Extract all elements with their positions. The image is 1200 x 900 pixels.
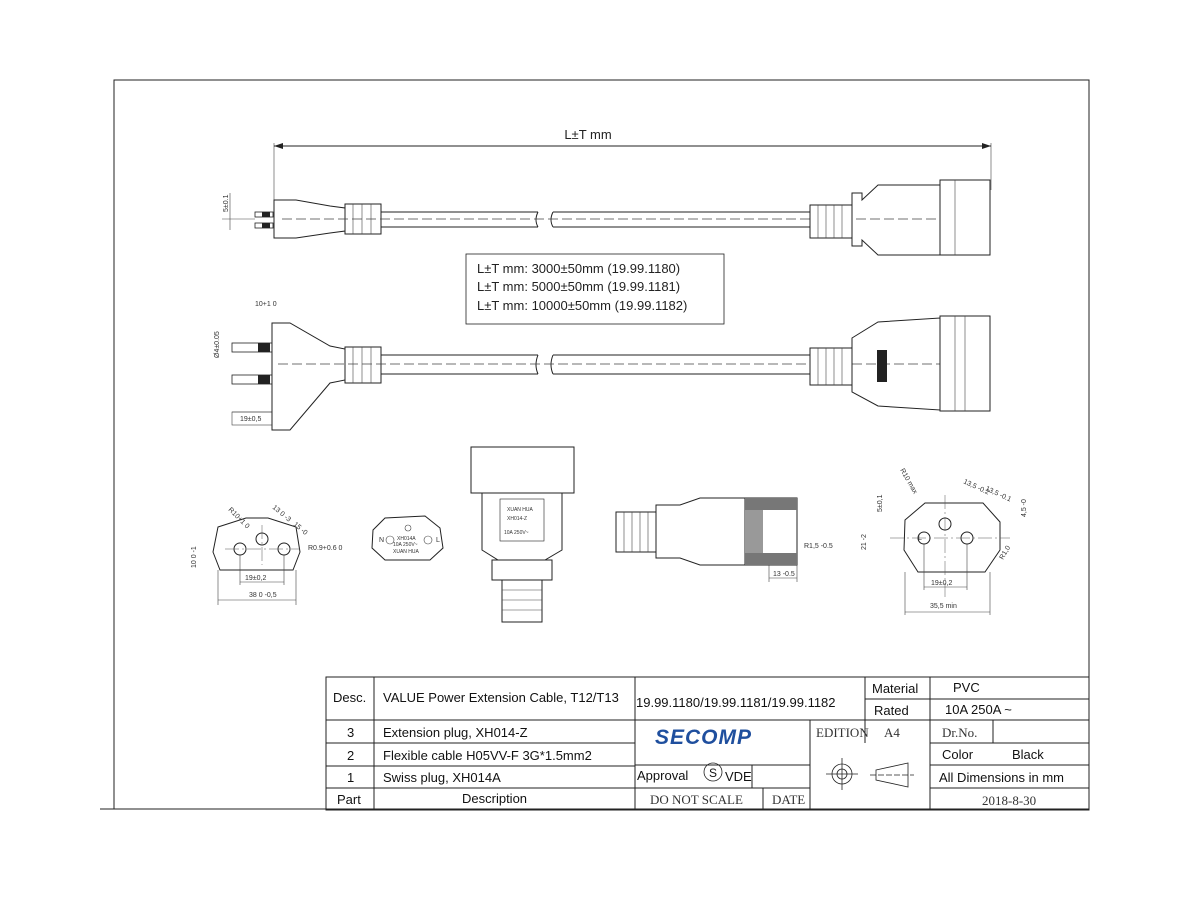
- projection-symbol-icon: [826, 758, 914, 790]
- length-option-5000: L±T mm: 5000±50mm (19.99.1181): [477, 279, 680, 294]
- cable-assembly-top-view: 5±0.1: [222, 179, 991, 256]
- title-block: [325, 676, 1090, 811]
- svg-text:XH014A: XH014A: [397, 536, 416, 542]
- dimensions-note: All Dimensions in mm: [939, 770, 1064, 785]
- svg-text:R0.9+0.6 0: R0.9+0.6 0: [308, 545, 343, 552]
- svg-text:10 0 -1: 10 0 -1: [191, 546, 198, 568]
- material-value: PVC: [953, 680, 980, 695]
- part-row-1-no: 1: [347, 770, 354, 785]
- svg-text:10+1 0: 10+1 0: [255, 301, 277, 308]
- part-row-3-desc: Extension plug, XH014-Z: [383, 725, 528, 740]
- color-value: Black: [1012, 747, 1044, 762]
- material-label: Material: [872, 681, 918, 696]
- drno-label: Dr.No.: [942, 725, 977, 740]
- svg-text:21 -2: 21 -2: [861, 534, 868, 550]
- cable-assembly-side-view: Ø4±0.05 10+1 0 19±0,5: [214, 301, 991, 431]
- company-logo: SECOMP: [655, 726, 752, 749]
- svg-text:15 -0: 15 -0: [292, 521, 309, 537]
- color-label: Color: [942, 747, 974, 762]
- svg-text:XH014-Z: XH014-Z: [507, 516, 527, 522]
- svg-text:N: N: [379, 537, 384, 544]
- overall-length-dimension: L±T mm: [273, 127, 992, 230]
- s-mark-icon: S: [703, 762, 723, 782]
- svg-text:5±0,1: 5±0,1: [877, 494, 884, 512]
- svg-text:R1,5 -0.5: R1,5 -0.5: [804, 543, 833, 550]
- socket-section-view: 13 -0.5 R1,5 -0.5: [615, 497, 833, 582]
- approval-label: Approval: [637, 768, 688, 783]
- svg-text:19±0,5: 19±0,5: [240, 416, 261, 423]
- svg-text:L: L: [918, 535, 922, 542]
- overall-length-label: L±T mm: [564, 127, 611, 142]
- part-row-1-desc: Swiss plug, XH014A: [383, 770, 501, 785]
- date-value: 2018-8-30: [982, 793, 1036, 808]
- svg-text:XUAN HUA: XUAN HUA: [507, 507, 534, 513]
- svg-text:L: L: [436, 537, 440, 544]
- svg-text:38 0 -0,5: 38 0 -0,5: [249, 592, 277, 599]
- svg-text:R1,0: R1,0: [999, 545, 1013, 561]
- svg-text:S: S: [709, 766, 717, 780]
- title-block-text: Desc. VALUE Power Extension Cable, T12/T…: [333, 680, 1064, 808]
- edition-value: A4: [884, 725, 900, 740]
- edition-label: EDITION: [816, 725, 869, 740]
- part-row-3-no: 3: [347, 725, 354, 740]
- svg-text:4,5 -0: 4,5 -0: [1021, 499, 1028, 517]
- length-option-3000: L±T mm: 3000±50mm (19.99.1180): [477, 261, 680, 276]
- svg-text:10A 250V~: 10A 250V~: [504, 530, 529, 536]
- svg-text:13 -0.5: 13 -0.5: [773, 571, 795, 578]
- svg-text:13 0 -3: 13 0 -3: [271, 504, 292, 523]
- svg-text:19±0,2: 19±0,2: [245, 575, 266, 582]
- svg-text:13,5 -0.1: 13,5 -0.1: [984, 485, 1012, 503]
- length-options-table: L±T mm: 3000±50mm (19.99.1180) L±T mm: 5…: [465, 253, 725, 325]
- svg-text:XUAN HUA: XUAN HUA: [393, 549, 420, 555]
- svg-text:R10 max: R10 max: [898, 468, 918, 496]
- part-header: Part: [337, 792, 361, 807]
- do-not-scale: DO NOT SCALE: [650, 792, 743, 807]
- approval-value: VDE: [725, 769, 752, 784]
- svg-text:19±0,2: 19±0,2: [931, 580, 952, 587]
- length-option-10000: L±T mm: 10000±50mm (19.99.1182): [477, 298, 687, 313]
- extension-socket-front-view: XUAN HUA XH014-Z 10A 250V~: [470, 446, 575, 623]
- outlet-front-view: L 19±0,2 35,5 min 21 -2 5±0,1 R10 max R1…: [861, 468, 1028, 615]
- date-label: DATE: [772, 792, 805, 807]
- svg-text:5±0.1: 5±0.1: [223, 194, 230, 212]
- plug-face-marking: N L XH014A 10A 250V~ XUAN HUA: [371, 515, 444, 561]
- part-numbers: 19.99.1180/19.99.1181/19.99.1182: [636, 695, 836, 710]
- desc-label: Desc.: [333, 690, 366, 705]
- desc-value: VALUE Power Extension Cable, T12/T13: [383, 690, 619, 705]
- svg-text:10A 250V~: 10A 250V~: [393, 542, 418, 548]
- part-row-2-desc: Flexible cable H05VV-F 3G*1.5mm2: [383, 748, 592, 763]
- drawing-border: [113, 79, 1090, 810]
- svg-text:35,5 min: 35,5 min: [930, 603, 957, 610]
- rated-label: Rated: [874, 703, 909, 718]
- rated-value: 10A 250A ~: [945, 702, 1012, 717]
- part-row-2-no: 2: [347, 748, 354, 763]
- swiss-plug-front-view: 19±0,2 38 0 -0,5 10 0 -1 R10+1 0 R0.9+0.…: [191, 504, 343, 605]
- svg-text:Ø4±0.05: Ø4±0.05: [214, 331, 221, 358]
- description-header: Description: [462, 791, 527, 806]
